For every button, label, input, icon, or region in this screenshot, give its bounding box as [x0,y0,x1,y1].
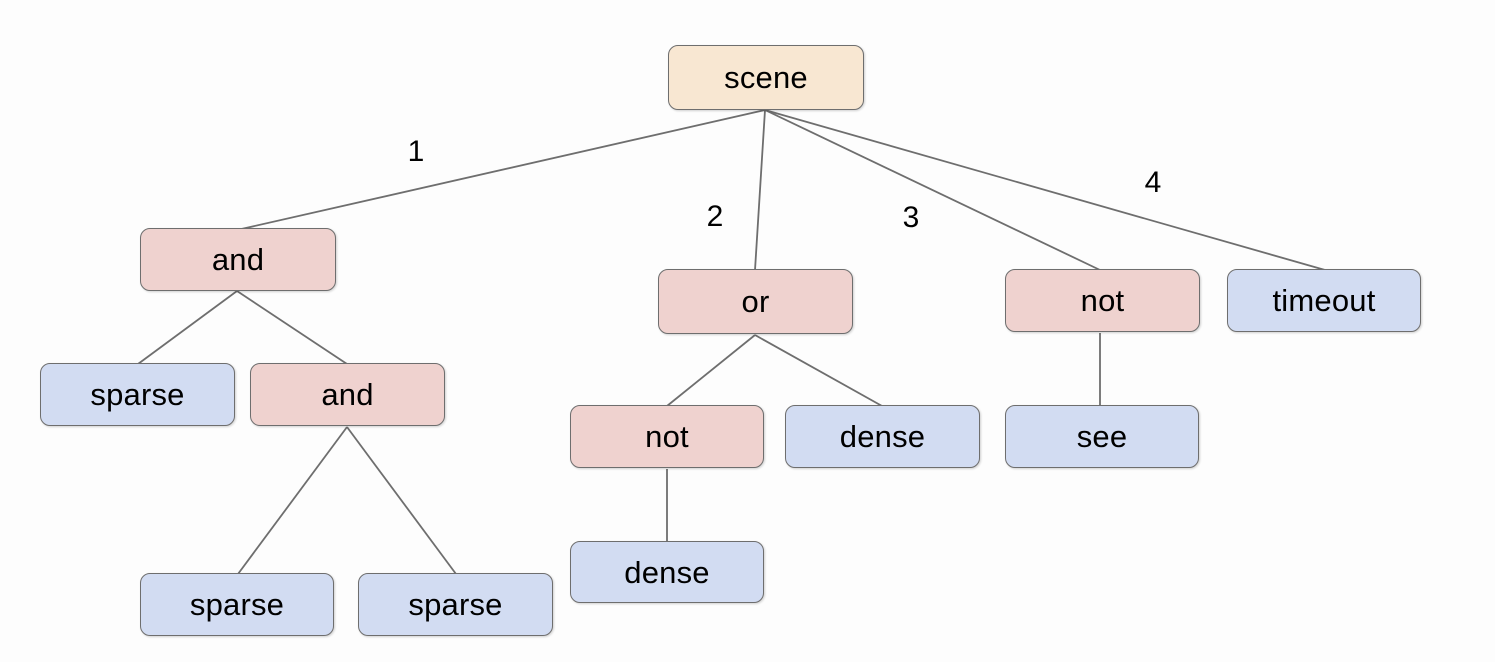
node-dense1[interactable]: dense [785,405,980,468]
edge-label-1: 1 [407,135,425,168]
node-label: dense [839,419,926,454]
node-label: scene [724,60,808,95]
node-not1[interactable]: not [1005,269,1200,332]
node-label: dense [624,554,710,590]
edge-scene-to-and1 [236,109,766,231]
edge-or1-to-dense1 [754,334,883,407]
edge-label-3: 3 [902,201,920,234]
node-not2[interactable]: not [570,405,764,468]
node-label: or [741,284,770,319]
node-label: sparse [408,587,503,622]
node-label: and [321,377,374,412]
node-label: timeout [1272,283,1376,318]
node-see1[interactable]: see [1005,405,1199,468]
edge-and1-to-sparse1 [137,290,238,365]
edge-label-4: 4 [1144,166,1162,199]
node-sparse1[interactable]: sparse [40,363,235,426]
edge-scene-to-timeout1 [764,109,1326,271]
node-label: see [1076,419,1128,454]
node-label: sparse [90,377,185,412]
edge-or1-to-not2 [666,334,756,407]
node-label: not [1080,283,1125,318]
edge-and1-to-and2 [236,290,348,365]
node-and2[interactable]: and [250,363,445,426]
edge-scene-to-not1 [764,109,1101,271]
node-sparse2[interactable]: sparse [140,573,334,636]
node-sparse3[interactable]: sparse [358,573,553,636]
node-or1[interactable]: or [658,269,853,334]
node-timeout1[interactable]: timeout [1227,269,1421,332]
node-scene[interactable]: scene [668,45,864,110]
node-and1[interactable]: and [140,228,336,291]
edge-label-2: 2 [706,200,724,233]
node-label: and [211,242,265,277]
node-label: not [645,419,689,454]
edge-scene-to-or1 [754,109,766,271]
node-label: sparse [189,587,285,622]
edge-and2-to-sparse2 [237,426,348,575]
node-dense2[interactable]: dense [570,541,764,603]
edge-and2-to-sparse3 [346,426,457,575]
